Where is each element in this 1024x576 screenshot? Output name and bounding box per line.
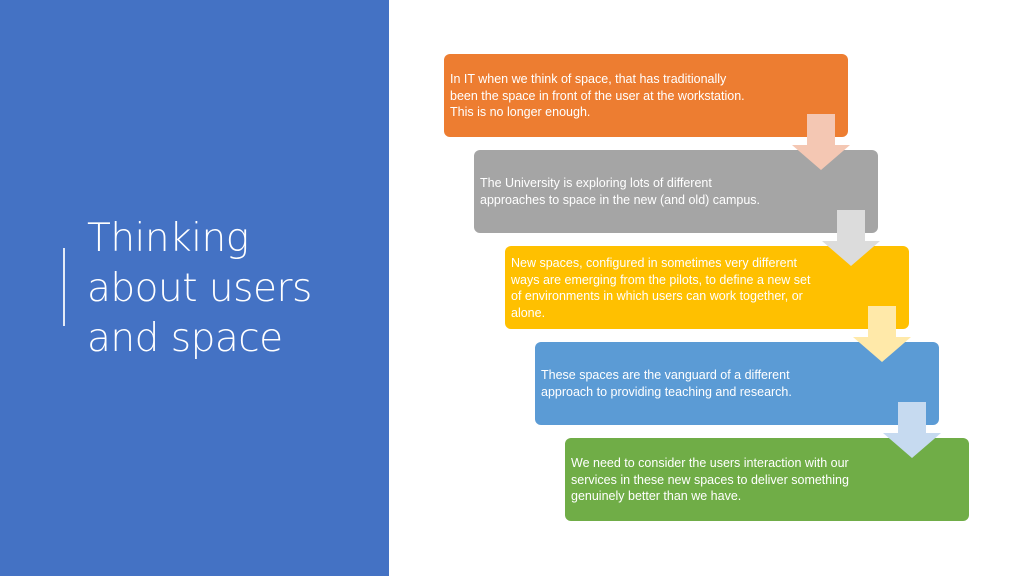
- title-panel: Thinking about users and space: [0, 0, 389, 576]
- down-arrow-icon: [883, 402, 941, 458]
- title-line-1: Thinking: [87, 216, 249, 261]
- down-arrow-icon: [792, 114, 850, 170]
- process-step-text: In IT when we think of space, that has t…: [450, 72, 745, 119]
- accent-line: [63, 248, 65, 326]
- process-step-3: New spaces, configured in sometimes very…: [505, 246, 909, 329]
- process-step-text: The University is exploring lots of diff…: [480, 176, 761, 207]
- title-line-3: and space: [87, 316, 283, 361]
- process-step-4: These spaces are the vanguard of a diffe…: [535, 342, 939, 425]
- process-step-2: The University is exploring lots of diff…: [474, 150, 878, 233]
- down-arrow-icon: [853, 306, 911, 362]
- down-arrow-icon: [822, 210, 880, 266]
- slide-title: Thinking about users and space: [87, 214, 377, 364]
- title-line-2: about users: [87, 266, 312, 311]
- process-step-text: We need to consider the users interactio…: [571, 456, 849, 503]
- process-step-1: In IT when we think of space, that has t…: [444, 54, 848, 137]
- process-step-text: These spaces are the vanguard of a diffe…: [541, 368, 792, 399]
- process-step-5: We need to consider the users interactio…: [565, 438, 969, 521]
- process-step-text: New spaces, configured in sometimes very…: [511, 256, 811, 320]
